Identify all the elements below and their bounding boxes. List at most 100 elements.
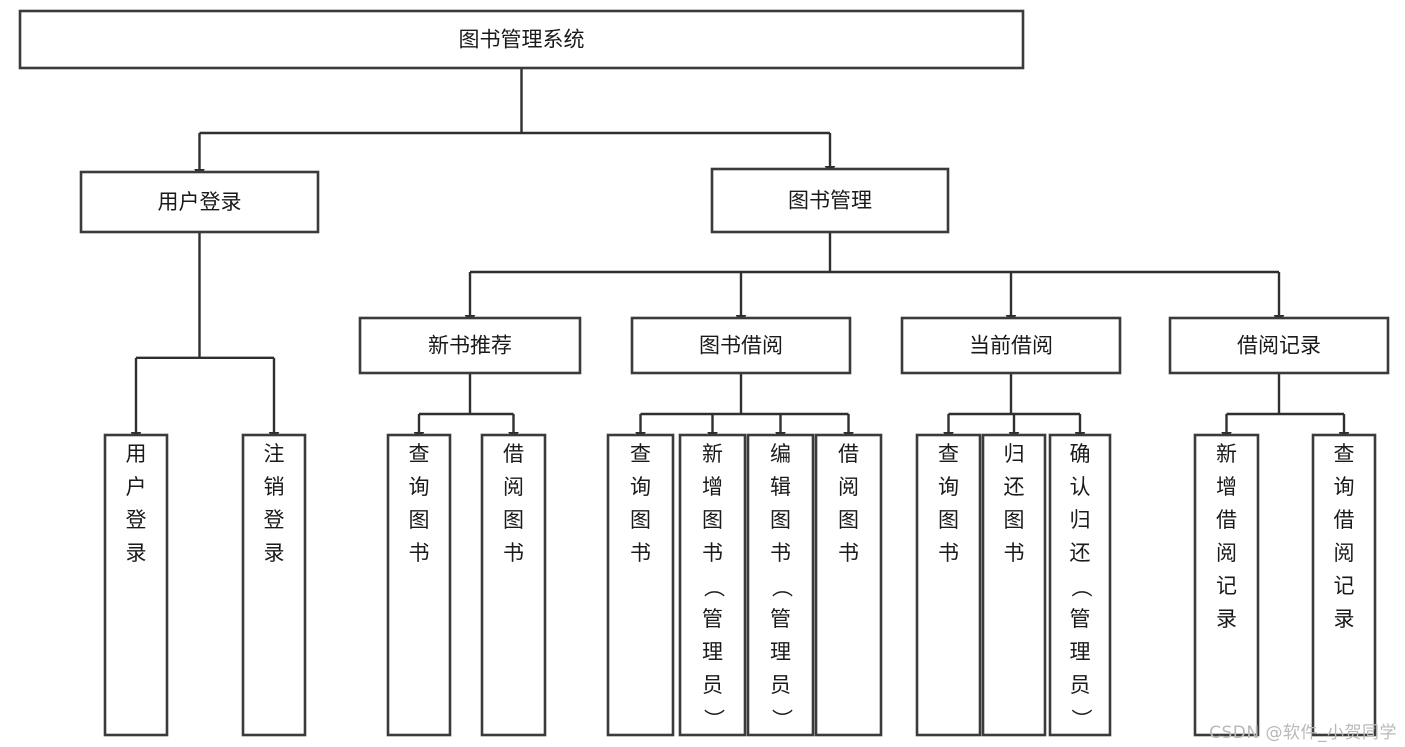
node-box-query-borrow-record [1311,433,1377,737]
node-label-char: 理 [770,640,791,664]
node-user-login[interactable]: 用户登录 [79,170,320,234]
node-label-borrow-record: 借阅记录 [1237,334,1321,358]
node-label-char: 新 [1216,442,1237,466]
node-label-char: 认 [1070,475,1091,499]
node-label-char: 书 [503,541,524,565]
node-label-char: 阅 [1216,541,1237,565]
node-box-book-management [710,167,950,234]
node-label-char: 查 [1334,442,1355,466]
node-label-char: 归 [1070,508,1091,532]
node-box-query-book-2 [606,433,675,737]
node-label-char: 书 [770,541,791,565]
node-label-char: 图 [838,508,859,532]
node-label-char: 书 [409,541,430,565]
node-label-current-borrow: 当前借阅 [969,334,1053,358]
node-label-char: 用 [126,442,147,466]
node-label-book-management: 图书管理 [788,189,872,213]
node-label-char: 阅 [838,475,859,499]
node-boxes: 图书管理系统用户登录用户登录注销登录图书管理新书推荐查询图书借阅图书图书借阅查询… [18,9,1390,737]
node-label-char: 辑 [770,475,791,499]
node-label-char: 增 [1216,475,1237,499]
node-label-char: 记 [1216,574,1237,598]
node-label-char: 借 [1216,508,1237,532]
node-label-char: 查 [409,442,430,466]
node-book-borrow[interactable]: 图书借阅 [630,316,852,375]
node-label-book-borrow: 图书借阅 [699,334,783,358]
node-label-char: 员 [1070,673,1091,697]
node-borrow-record[interactable]: 借阅记录 [1168,316,1390,375]
node-label-char: 管 [1070,607,1091,631]
node-label-char: 录 [1216,607,1237,631]
node-label-char: 书 [702,541,723,565]
node-label-char: 借 [1334,508,1355,532]
node-label-root: 图书管理系统 [459,28,585,52]
node-label-char: 管 [770,607,791,631]
node-label-char: 查 [630,442,651,466]
node-label-char: 新 [702,442,723,466]
node-label-char: （ [702,577,726,598]
watermark-text: CSDN @软件_小贺同学 [1209,723,1397,743]
node-label-char: 确 [1070,442,1091,466]
node-label-char: 图 [938,508,959,532]
node-box-query-book-1 [386,433,452,737]
node-label-char: 记 [1334,574,1355,598]
node-new-book-recommend[interactable]: 新书推荐 [358,316,582,375]
node-label-char: 理 [702,640,723,664]
connector-edges [130,68,1350,442]
node-label-char: 编 [770,442,791,466]
node-label-char: 阅 [1334,541,1355,565]
node-box-edit-book-admin [746,433,815,737]
node-label-char: 还 [1070,541,1091,565]
node-box-book-borrow [630,316,852,375]
node-label-char: 销 [264,475,285,499]
node-label-char: 阅 [503,475,524,499]
node-box-root [18,9,1025,70]
node-label-char: 书 [838,541,859,565]
node-current-borrow[interactable]: 当前借阅 [900,316,1122,375]
node-label-char: 查 [938,442,959,466]
node-label-char: 书 [630,541,651,565]
node-box-borrow-book-2 [814,433,883,737]
node-label-user-login: 用户登录 [158,190,242,214]
node-label-new-book-recommend: 新书推荐 [428,334,512,358]
node-label-char: 图 [409,508,430,532]
node-label-char: 员 [770,673,791,697]
node-box-user-login [79,170,320,234]
node-root[interactable]: 图书管理系统 [18,9,1025,70]
node-label-char: 询 [630,475,651,499]
node-box-return-book [981,433,1047,737]
node-label-char: 录 [126,541,147,565]
node-label-char: 询 [938,475,959,499]
node-label-char: 户 [126,475,147,499]
node-box-add-book-admin [678,433,747,737]
node-user-login-leaf[interactable]: 用户登录 [103,433,169,737]
node-label-char: ） [1069,709,1093,730]
node-label-char: 图 [702,508,723,532]
node-label-char: 登 [264,508,285,532]
node-box-current-borrow [900,316,1122,375]
node-label-char: 书 [1004,541,1025,565]
node-label-char: 注 [264,442,285,466]
node-label-char: 归 [1004,442,1025,466]
node-label-char: 登 [126,508,147,532]
node-label-char: 图 [770,508,791,532]
node-label-char: 增 [702,475,723,499]
node-book-management[interactable]: 图书管理 [710,167,950,234]
node-label-char: 管 [702,607,723,631]
node-box-add-borrow-record [1193,433,1260,737]
node-box-user-logout-leaf [241,433,307,737]
